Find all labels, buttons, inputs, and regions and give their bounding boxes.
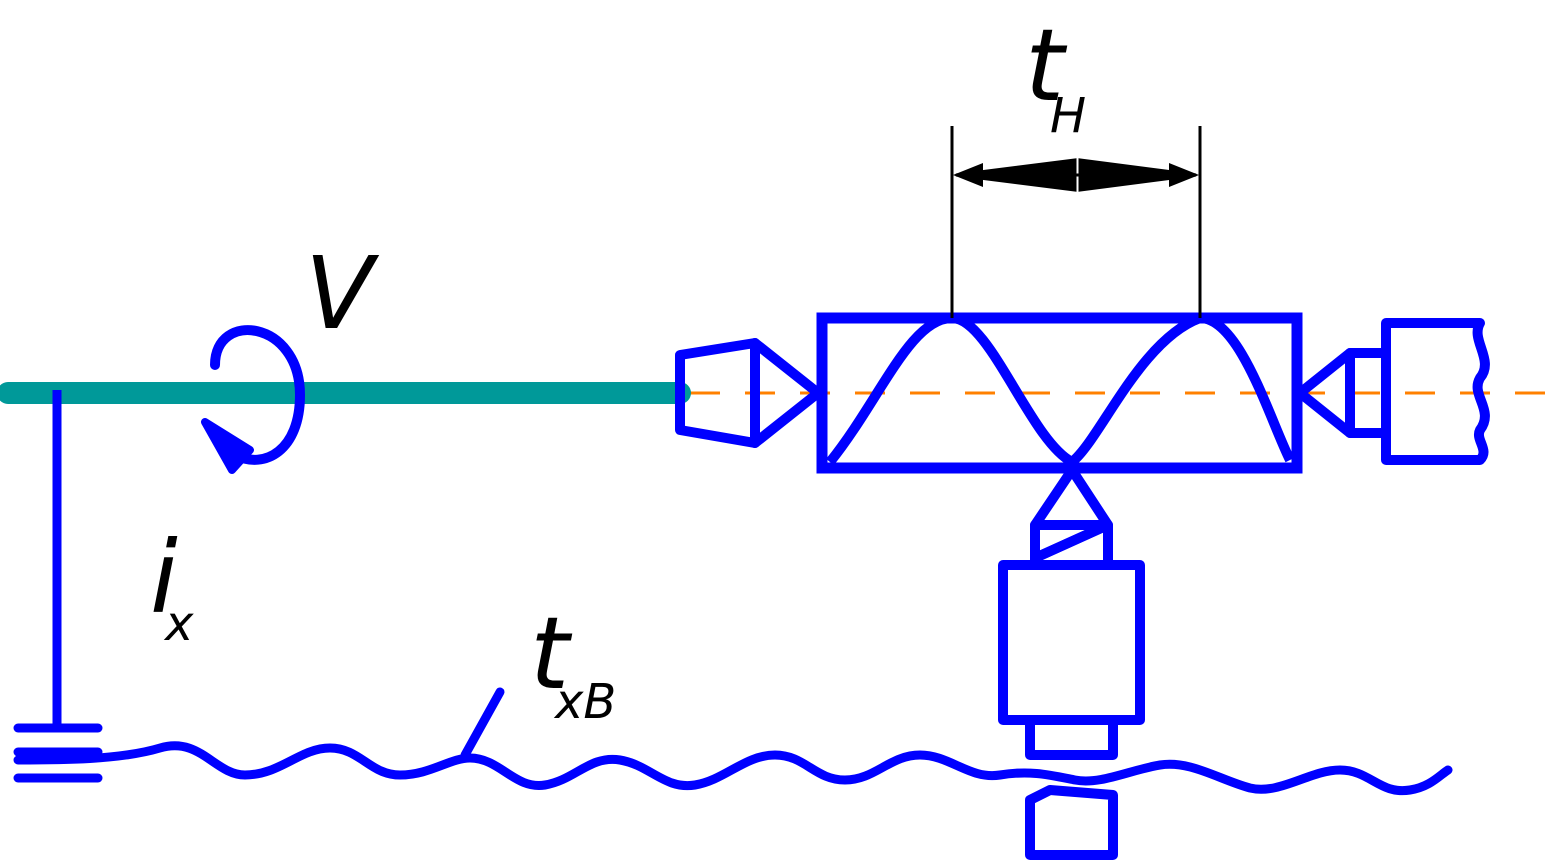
lead-label: t H	[1025, 7, 1086, 144]
workpiece-box	[816, 312, 1303, 474]
lead-label-main: t	[1025, 7, 1068, 124]
speed-label: V	[305, 235, 380, 352]
travel-label-main: t	[530, 595, 573, 712]
lead-screw-wave	[13, 741, 1453, 796]
travel-leader-line	[460, 687, 505, 760]
cutting-tool-icon	[998, 465, 1145, 860]
rotation-arrow-icon	[201, 325, 306, 474]
travel-label-sub: xB	[553, 674, 616, 730]
chuck-body	[1381, 318, 1490, 465]
ratio-label: i x	[150, 519, 194, 652]
ratio-label-main: i	[150, 519, 178, 636]
lead-label-sub: H	[1050, 88, 1086, 144]
gear-set-symbol	[13, 723, 103, 783]
lead-dimension	[950, 126, 1202, 318]
left-center-icon	[675, 338, 823, 448]
ratio-label-sub: x	[163, 596, 194, 652]
travel-label: t xB	[530, 595, 616, 730]
thread-profile	[826, 313, 1295, 467]
